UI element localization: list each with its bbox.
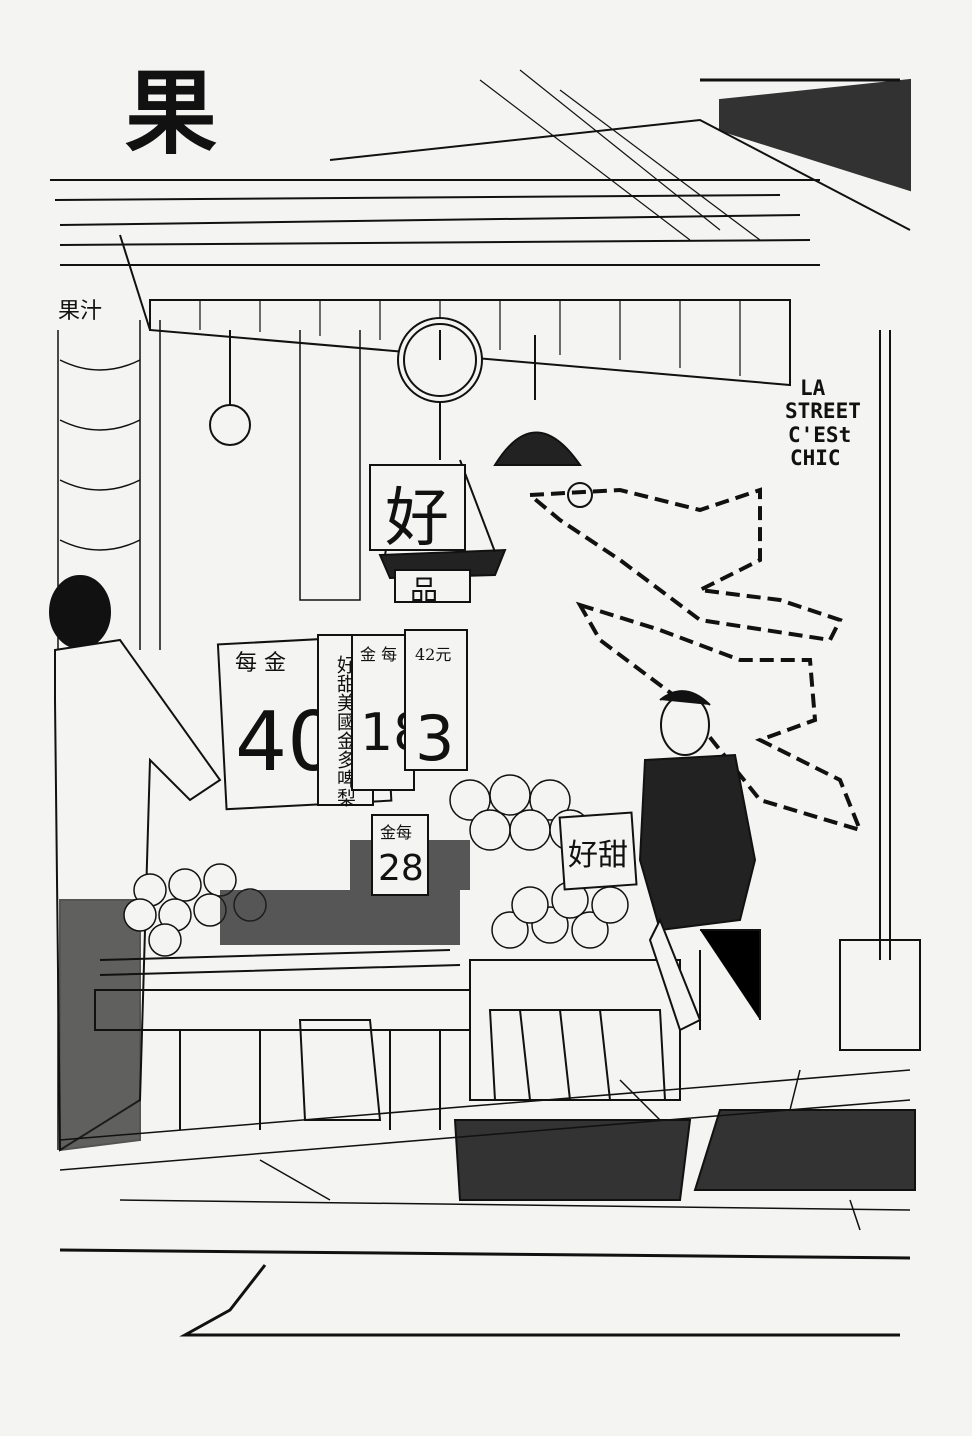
awning xyxy=(50,69,911,387)
title-character: 果 xyxy=(125,59,217,167)
floor-planks xyxy=(59,1069,911,1231)
scale-sign-text: 好 xyxy=(385,482,449,556)
price-sign-small: 金每 28 xyxy=(371,814,429,896)
graffiti-line-4: CHIC xyxy=(790,446,841,470)
hanging-lamps xyxy=(209,330,593,508)
stall-tables xyxy=(94,949,681,1130)
price-sign-small-top: 金每 xyxy=(380,823,412,842)
graffiti-line-3: C'ESt xyxy=(788,423,851,447)
scale-sign-lower-text: 品 xyxy=(410,574,438,607)
price-sign-large-top: 每 金 xyxy=(235,651,286,676)
hanging-scale xyxy=(378,317,507,580)
price-sign-middle-top: 金 每 xyxy=(360,645,397,664)
sign-good-sweet: 好甜 xyxy=(558,811,638,891)
seated-vendor xyxy=(638,690,761,1032)
flying-figures xyxy=(524,487,864,834)
floor-mats xyxy=(453,1109,916,1201)
scale-sign-lower xyxy=(394,569,471,603)
graffiti-line-2: STREET xyxy=(785,399,861,423)
sign-good-sweet-text: 好甜 xyxy=(568,838,628,873)
graffiti-line-1: LA xyxy=(800,376,826,400)
shop-sign-small: 果汁 xyxy=(58,299,102,324)
price-sign-right: 42元 3 xyxy=(404,629,468,775)
right-pillar xyxy=(839,330,921,1051)
wall-graffiti: LA STREET C'ESt CHIC xyxy=(785,376,861,470)
scale-sign-board xyxy=(369,464,466,551)
price-sign-small-price: 28 xyxy=(378,848,424,889)
curb-lines xyxy=(59,1248,911,1337)
price-sign-middle: 金 每 18 xyxy=(351,634,426,791)
price-sign-right-top: 42元 xyxy=(415,645,451,664)
produce-texture xyxy=(220,840,470,945)
sacks xyxy=(298,1009,667,1121)
price-sign-right-price: 3 xyxy=(415,702,454,775)
man-left xyxy=(49,575,222,1152)
price-sign-vertical-text: 好甜美國金多啤梨 xyxy=(334,655,356,807)
